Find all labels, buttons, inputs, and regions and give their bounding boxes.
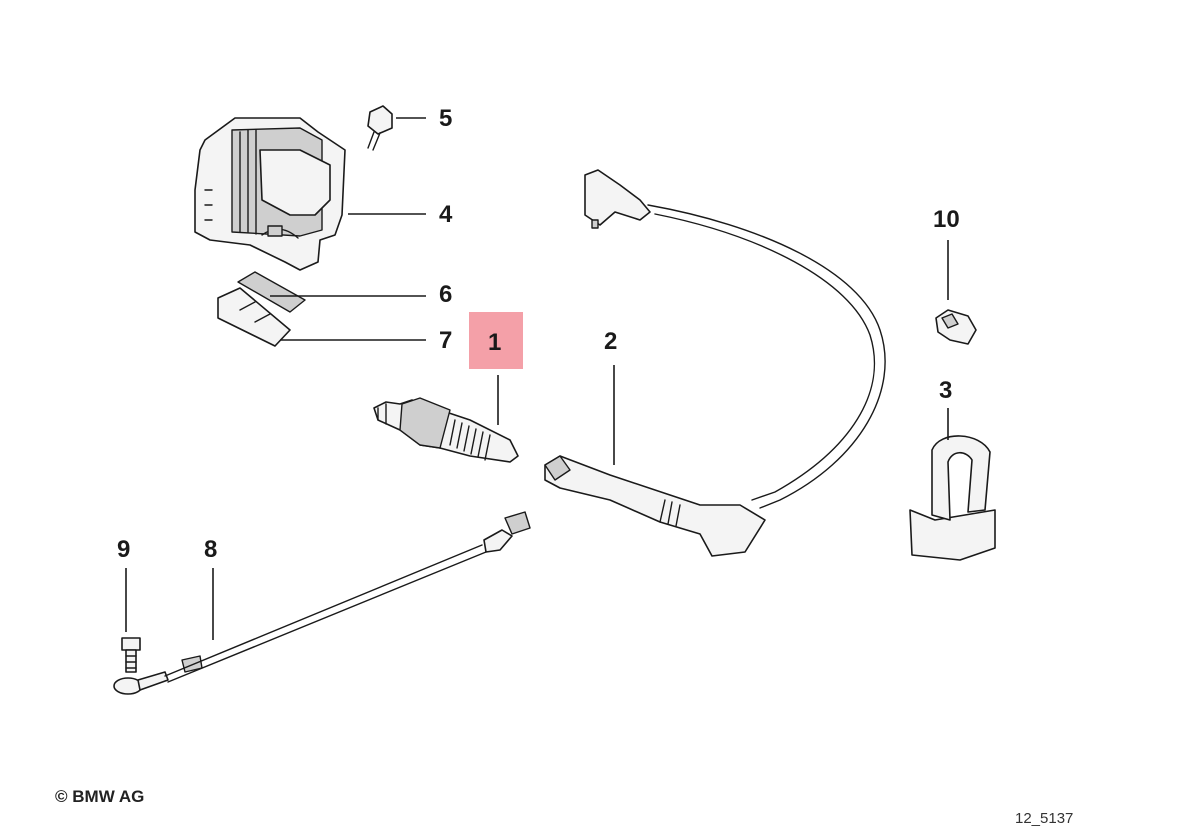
ground-wire-icon [113,511,531,695]
callout-1-highlight [469,312,523,369]
callout-2[interactable]: 2 [604,328,617,355]
callout-7[interactable]: 7 [439,327,452,354]
ignition-coil-icon [194,117,346,271]
copyright-icon: © [55,787,68,806]
bolt-icon [121,637,141,673]
gasket-icon [237,271,306,313]
spark-plug-icon [373,397,519,463]
screw-icon [367,105,393,151]
ignition-lead-icon [544,169,886,557]
clip-icon [935,309,977,345]
spacer-plate-icon [217,287,291,347]
copyright-text: BMW AG [72,787,145,806]
callout-6[interactable]: 6 [439,281,452,308]
callout-3[interactable]: 3 [939,377,952,404]
holder-icon [909,435,996,561]
callout-8[interactable]: 8 [204,536,217,563]
callout-5[interactable]: 5 [439,105,452,132]
callout-1[interactable]: 1 [488,329,501,356]
callout-4[interactable]: 4 [439,201,453,228]
callout-9[interactable]: 9 [117,536,130,563]
diagram-code: 12_5137 [1015,810,1074,827]
callout-10[interactable]: 10 [933,206,960,233]
copyright-notice: © BMW AG [55,787,144,807]
